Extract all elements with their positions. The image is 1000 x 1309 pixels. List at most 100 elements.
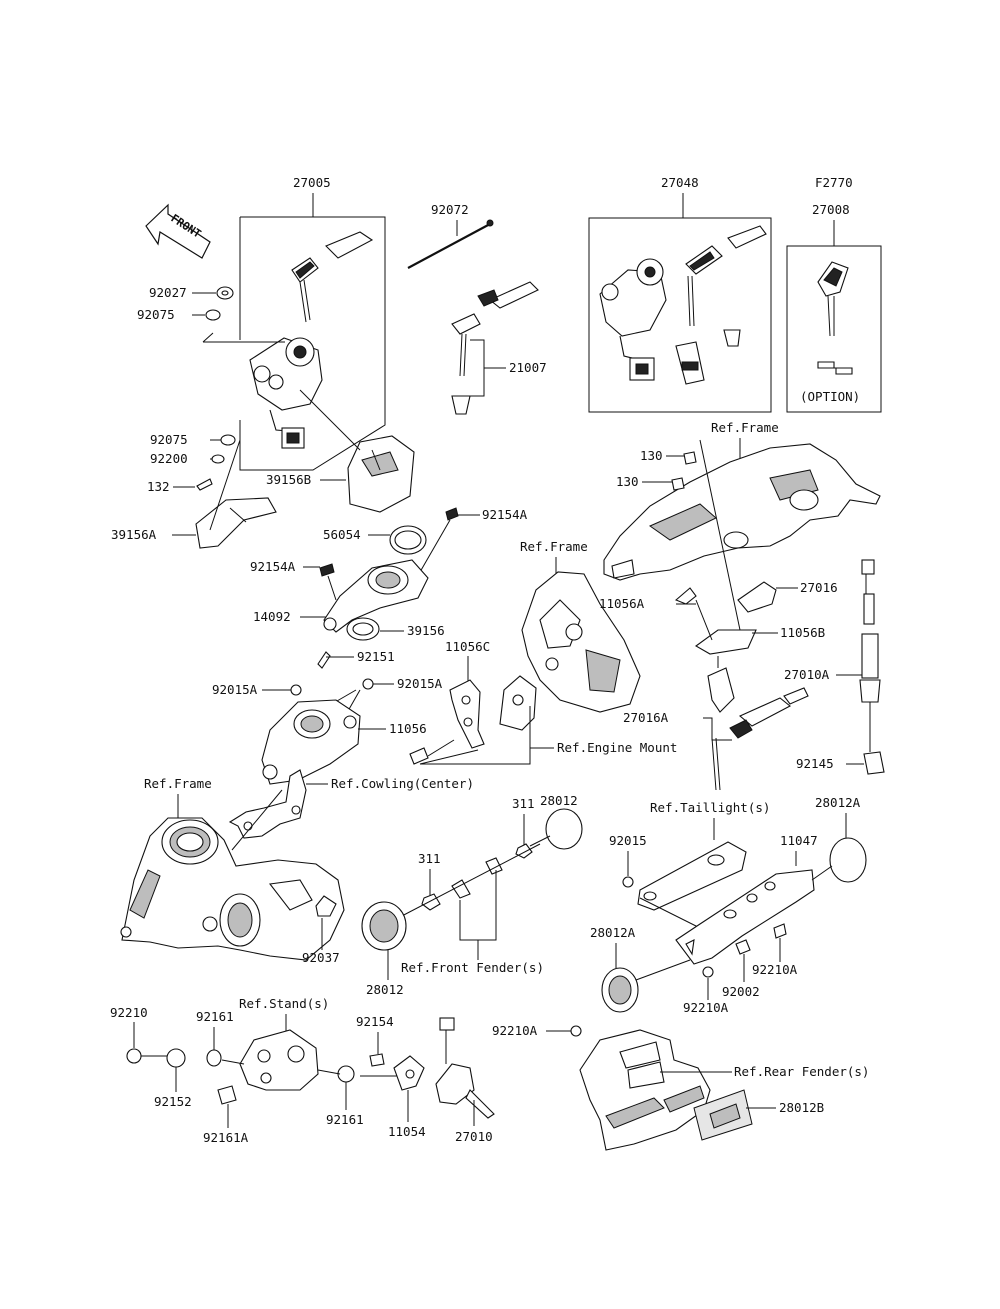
- bolt-icon: [683, 451, 697, 465]
- callout-92015: 92015: [609, 833, 647, 848]
- nut-icon: [622, 876, 634, 888]
- callout-11056C: 11056C: [445, 639, 490, 654]
- callout-92015A-a: 92015A: [212, 682, 258, 697]
- nut-icon: [515, 843, 533, 859]
- callout-311-a: 311: [512, 796, 535, 811]
- callout-92075-b: 92075: [150, 432, 188, 447]
- callout-27010A: 27010A: [784, 667, 830, 682]
- ref-stand: Ref.Stand(s): [239, 996, 329, 1011]
- callout-11054: 11054: [388, 1124, 426, 1139]
- callout-11056: 11056: [389, 721, 427, 736]
- callout-92154: 92154: [356, 1014, 394, 1029]
- washer-icon: [205, 309, 221, 321]
- screw-icon: [196, 478, 213, 491]
- callout-28012B: 28012B: [779, 1100, 824, 1115]
- title-code: F2770: [815, 175, 853, 190]
- callout-39156B: 39156B: [266, 472, 311, 487]
- callout-92200: 92200: [150, 451, 188, 466]
- reflector-icon: [829, 837, 867, 883]
- ref-rear-fender: Ref.Rear Fender(s): [734, 1064, 869, 1079]
- callout-27008: 27008: [812, 202, 850, 217]
- stand-switch-icon: [435, 1063, 475, 1105]
- callout-92210A-c: 92210A: [492, 1023, 538, 1038]
- group-middle-switch: 92154A 56054 92154A 14092 39156 92151 92…: [212, 507, 528, 785]
- callout-92161A: 92161A: [203, 1130, 249, 1145]
- ref-frame-mid: Ref.Frame: [520, 539, 588, 554]
- callout-92161-a: 92161: [196, 1009, 234, 1024]
- callout-132: 132: [147, 479, 170, 494]
- callout-11056B: 11056B: [780, 625, 825, 640]
- option-label: (OPTION): [800, 389, 860, 404]
- nut-icon: [290, 684, 302, 696]
- key-icon: [291, 231, 374, 323]
- callout-27016A: 27016A: [623, 710, 669, 725]
- callout-27048: 27048: [661, 175, 699, 190]
- group-rear-fender: 92210A Ref.Rear Fender(s) 28012B: [492, 1023, 869, 1151]
- callout-28012A-a: 28012A: [815, 795, 861, 810]
- washer-icon: [206, 1049, 222, 1067]
- cover-39156B-icon: [347, 435, 415, 513]
- callout-28012-a: 28012: [540, 793, 578, 808]
- callout-92002: 92002: [722, 984, 760, 999]
- screw-icon: [319, 563, 335, 577]
- callout-92210A-a: 92210A: [752, 962, 798, 977]
- clip-icon: [315, 895, 337, 917]
- bolt-icon: [317, 651, 331, 669]
- bolt-icon: [409, 747, 429, 765]
- callout-92154A-a: 92154A: [482, 507, 528, 522]
- reflector-icon: [545, 808, 583, 850]
- plate-bracket-icon: [675, 869, 815, 965]
- relay-icon: [737, 581, 777, 613]
- callout-92154A-b: 92154A: [250, 559, 296, 574]
- spacer-icon: [485, 857, 503, 875]
- group-21007: 21007: [451, 281, 547, 415]
- group-27005: 27005 92027 9207: [111, 175, 415, 549]
- callout-92015A-b: 92015A: [397, 676, 443, 691]
- callout-14092: 14092: [253, 609, 291, 624]
- callout-27016: 27016: [800, 580, 838, 595]
- group-frame-mid: Ref.Frame: [520, 539, 641, 713]
- ref-frame-left: Ref.Frame: [144, 776, 212, 791]
- callout-92152: 92152: [154, 1094, 192, 1109]
- group-taillight: Ref.Taillight(s) 92015 28012A 11047 9221…: [590, 795, 867, 1015]
- group-frame-right: Ref.Frame 130 130 27016 11056A 11056B: [599, 420, 881, 791]
- group-27010A: 27010A 92145: [784, 559, 885, 775]
- group-27008: F2770 27008 (OPTION): [786, 175, 882, 413]
- switch-icon: [707, 667, 735, 713]
- nut-icon: [570, 1025, 582, 1037]
- callout-28012A-b: 28012A: [590, 925, 636, 940]
- callout-39156A: 39156A: [111, 527, 157, 542]
- nut-icon: [421, 893, 441, 911]
- bolt-icon: [671, 477, 685, 491]
- spacer-icon: [451, 879, 471, 899]
- ref-front-fender: Ref.Front Fender(s): [401, 960, 544, 975]
- callout-92072: 92072: [431, 202, 469, 217]
- ignition-switch-icon: [249, 337, 323, 449]
- callout-27005: 27005: [293, 175, 331, 190]
- front-arrow-icon: FRONT: [145, 203, 211, 259]
- washer-icon: [220, 434, 236, 446]
- ref-frame-top: Ref.Frame: [711, 420, 779, 435]
- screw-icon: [369, 1053, 385, 1067]
- spring-icon: [863, 751, 885, 775]
- washer-icon: [166, 1048, 186, 1068]
- group-11056C: 11056C Ref.Engine Mount: [409, 639, 677, 765]
- ref-cowling-center: Ref.Cowling(Center): [331, 776, 474, 791]
- callout-130-b: 130: [616, 474, 639, 489]
- bolt-icon: [735, 939, 751, 955]
- callout-21007: 21007: [509, 360, 547, 375]
- cap-icon: [217, 1085, 237, 1105]
- group-front-fender: 28012 311 311 28012 Ref.Front Fender(s): [361, 793, 583, 997]
- nut-icon: [773, 923, 787, 939]
- callout-28012-b: 28012: [366, 982, 404, 997]
- callout-11047: 11047: [780, 833, 818, 848]
- group-27048: 27048: [588, 175, 772, 413]
- screw-icon: [445, 507, 459, 521]
- ref-taillight: Ref.Taillight(s): [650, 800, 770, 815]
- callout-92210: 92210: [110, 1005, 148, 1020]
- callout-92027: 92027: [149, 285, 187, 300]
- callout-92161-b: 92161: [326, 1112, 364, 1127]
- group-92072: 92072: [407, 202, 494, 269]
- callout-92075-a: 92075: [137, 307, 175, 322]
